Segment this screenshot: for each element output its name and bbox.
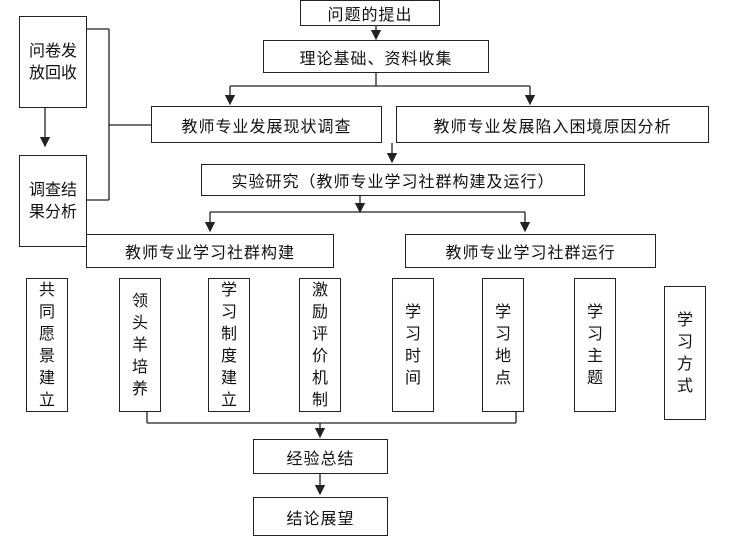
survey-analysis-label: 调查结果分析 (29, 180, 78, 221)
leaf-study-theme: 学习主题 (574, 278, 616, 412)
leaf-study-system: 学习制度建立 (208, 278, 250, 412)
run-branch-box: 教师专业学习社群运行 (405, 234, 656, 268)
leaf-leader-cultivation-label: 领头羊培养 (131, 291, 148, 398)
problem-label: 问题的提出 (327, 5, 413, 24)
build-branch-label: 教师专业学习社群构建 (124, 243, 295, 262)
status-survey-label: 教师专业发展现状调查 (181, 116, 352, 136)
leaf-study-system-label: 学习制度建立 (220, 280, 237, 409)
dilemma-analysis-label: 教师专业发展陷入困境原因分析 (433, 116, 672, 136)
theory-label: 理论基础、资料收集 (299, 48, 453, 68)
outlook-box: 结论展望 (253, 497, 388, 536)
status-survey-box: 教师专业发展现状调查 (151, 106, 382, 143)
summary-label: 经验总结 (286, 448, 355, 468)
leaf-study-method-label: 学习方式 (676, 310, 693, 395)
experiment-label: 实验研究（教师专业学习社群构建及运行） (231, 172, 555, 191)
leaf-study-theme-label: 学习主题 (586, 302, 603, 387)
leaf-study-place-label: 学习地点 (494, 302, 511, 387)
leaf-study-time-label: 学习时间 (404, 302, 421, 387)
leaf-study-method: 学习方式 (664, 286, 706, 420)
survey-analysis-box: 调查结果分析 (19, 155, 87, 247)
outlook-label: 结论展望 (286, 508, 355, 528)
leaf-incentive-mechanism-label: 激励评价机制 (311, 280, 328, 409)
questionnaire-box: 问卷发放回收 (19, 16, 87, 108)
run-branch-label: 教师专业学习社群运行 (445, 243, 616, 262)
leaf-study-place: 学习地点 (482, 278, 524, 412)
questionnaire-label: 问卷发放回收 (29, 41, 78, 82)
dilemma-analysis-box: 教师专业发展陷入困境原因分析 (396, 106, 709, 143)
build-branch-box: 教师专业学习社群构建 (86, 234, 334, 268)
summary-box: 经验总结 (253, 439, 388, 474)
leaf-incentive-mechanism: 激励评价机制 (299, 278, 341, 412)
leaf-shared-vision-label: 共同愿景建立 (38, 280, 55, 409)
problem-box: 问题的提出 (300, 0, 440, 26)
leaf-study-time: 学习时间 (392, 278, 434, 412)
leaf-shared-vision: 共同愿景建立 (26, 278, 68, 412)
leaf-leader-cultivation: 领头羊培养 (119, 278, 161, 412)
experiment-box: 实验研究（教师专业学习社群构建及运行） (201, 164, 585, 196)
theory-box: 理论基础、资料收集 (263, 40, 489, 73)
